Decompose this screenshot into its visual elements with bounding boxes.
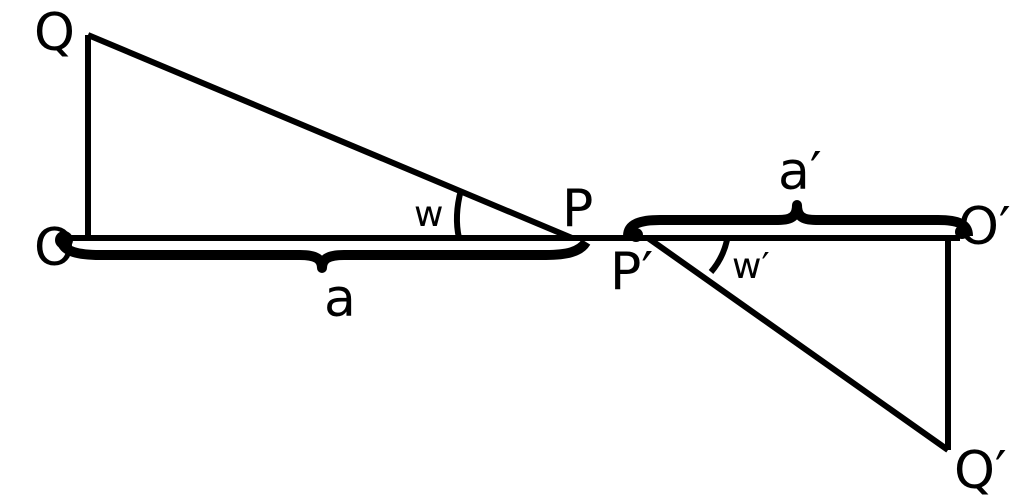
brace-a [57, 238, 591, 273]
label-Q: Q [34, 3, 75, 63]
label-w: w [414, 194, 443, 235]
label-P: P [562, 179, 593, 239]
label-P-prime: P′ [610, 242, 653, 302]
label-O-prime: O′ [958, 197, 1011, 257]
label-O: O [34, 218, 75, 278]
angle-arc-w [453, 189, 464, 239]
label-w-prime: w′ [732, 246, 770, 287]
point-O-prime-dot [955, 225, 969, 239]
label-a-prime: a′ [778, 142, 822, 202]
ray-QP [86, 32, 574, 241]
point-P-prime-dot [629, 228, 643, 242]
ray-PQ-prime [646, 235, 950, 453]
label-Q-prime: Q′ [954, 441, 1007, 501]
angle-arc-w-prime [708, 239, 730, 274]
label-a: a [324, 269, 356, 329]
brace-a-prime [623, 200, 973, 237]
point-O-dot [55, 231, 73, 249]
